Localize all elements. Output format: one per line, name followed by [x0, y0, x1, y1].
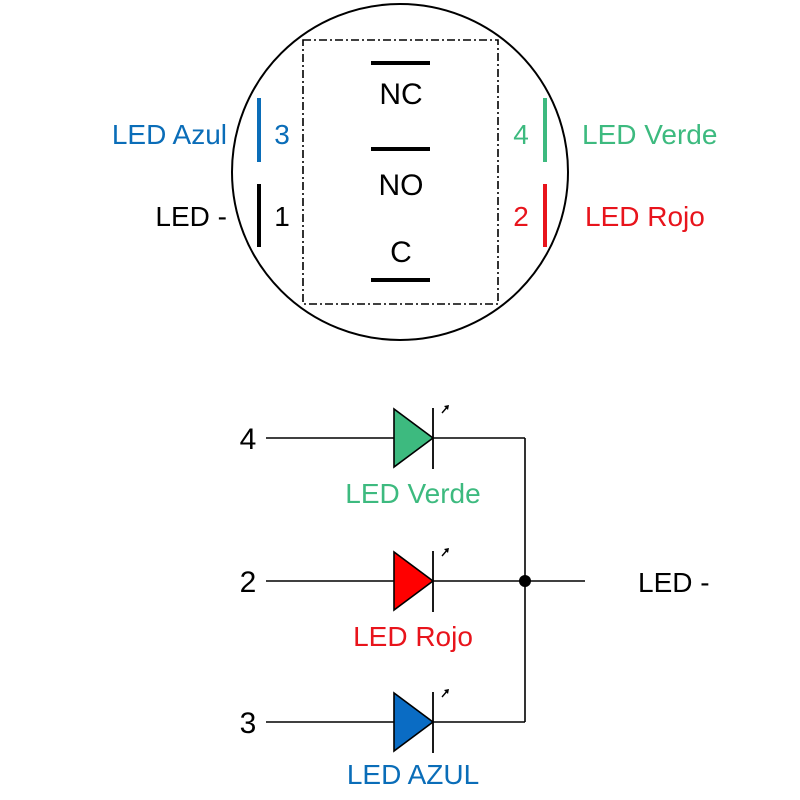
- pin2-number: 2: [513, 201, 529, 232]
- row-pin-number: 2: [240, 566, 257, 599]
- pin1-number: 1: [274, 201, 290, 232]
- pin4-number: 4: [513, 119, 529, 150]
- pin4-label: LED Verde: [582, 119, 717, 150]
- row-pin-number: 4: [240, 423, 257, 456]
- row-pin-number: 3: [240, 707, 257, 740]
- led-green-symbol: [393, 407, 435, 469]
- pin1-label: LED -: [155, 201, 227, 232]
- led-label: LED Rojo: [353, 621, 473, 652]
- led-schematic: LED - 4 LED Verde 2 LED Rojo 3: [240, 405, 710, 790]
- light-arrow-head: [444, 689, 449, 694]
- led-row-red: 2 LED Rojo: [240, 548, 525, 652]
- led-row-blue: 3 LED AZUL: [240, 689, 525, 790]
- led-blue-symbol: [393, 691, 435, 753]
- switch-contact-box: [302, 39, 499, 305]
- switch-body-outline: [231, 3, 569, 341]
- pin2-label: LED Rojo: [585, 201, 705, 232]
- led-label: LED Verde: [345, 478, 480, 509]
- pin3-number: 3: [274, 119, 290, 150]
- led-row-green: 4 LED Verde: [240, 405, 525, 509]
- light-arrow-head: [444, 548, 449, 553]
- switch-pinout: NC NO C 3 LED Azul 1 LED - 4 LED Verde 2…: [112, 3, 717, 341]
- nc-label: NC: [379, 78, 422, 111]
- led-label: LED AZUL: [347, 759, 479, 790]
- common-label: LED -: [638, 567, 710, 598]
- pin3-label: LED Azul: [112, 119, 227, 150]
- led-red-symbol: [393, 550, 435, 612]
- light-arrow-head: [444, 405, 449, 410]
- no-label: NO: [379, 169, 424, 202]
- c-label: C: [390, 236, 412, 269]
